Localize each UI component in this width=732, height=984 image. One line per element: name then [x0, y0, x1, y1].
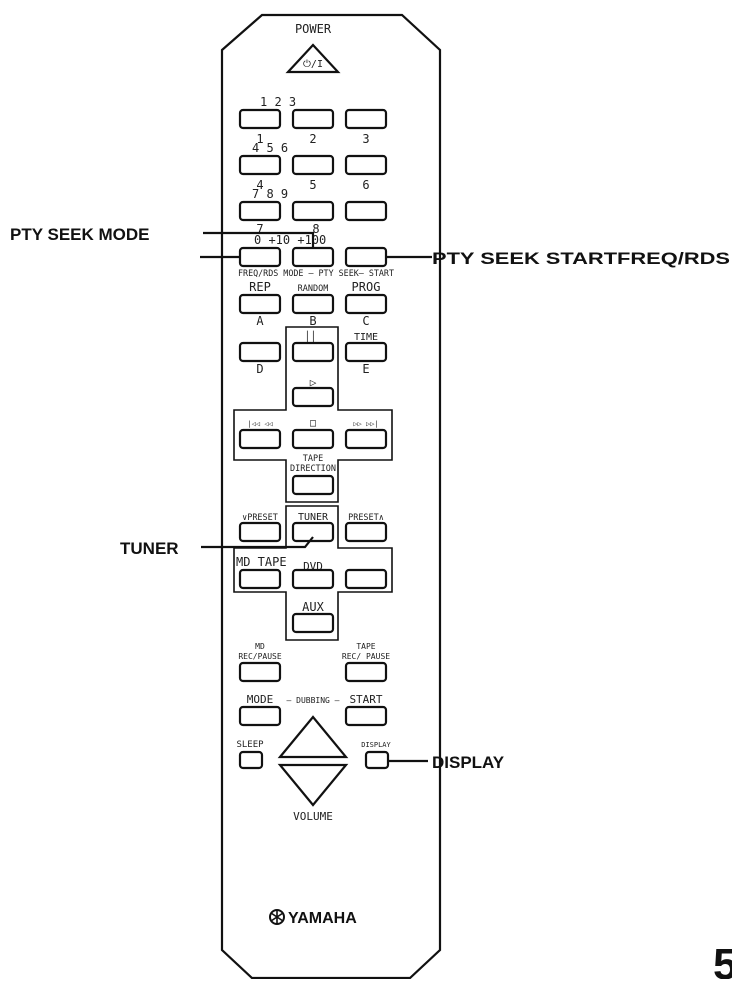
- dubbing-start-label: START: [349, 693, 382, 706]
- button-2-label: 2: [309, 132, 316, 146]
- play-icon: ▷: [310, 376, 317, 389]
- button-6-label: 6: [362, 178, 369, 192]
- skip-forward-button[interactable]: [344, 428, 388, 450]
- display-small-label: DISPLAY: [361, 741, 391, 749]
- md-rec-label-1: MD: [255, 642, 265, 651]
- button-1[interactable]: [238, 108, 282, 130]
- tape-button[interactable]: [344, 568, 388, 590]
- power-icon: ⏻/I: [303, 59, 323, 70]
- button-plus10-pty-seek-mode[interactable]: [291, 246, 335, 268]
- skip-back-icon: |◁◁ ◁◁: [247, 420, 272, 428]
- b-label: B: [309, 314, 316, 328]
- pty-seek-mode-leader: [203, 231, 315, 248]
- button-7[interactable]: [238, 200, 282, 222]
- brand-logo: YAMAHA: [288, 910, 357, 927]
- dubbing-start-button[interactable]: [344, 705, 388, 727]
- button-5-label: 5: [309, 178, 316, 192]
- callout-pty-seek-start-freq-rds: PTY SEEK STARTFREQ/RDS: [432, 249, 730, 268]
- sleep-label: SLEEP: [236, 740, 264, 750]
- md-button[interactable]: [238, 568, 282, 590]
- callout-display: DISPLAY: [432, 753, 505, 772]
- numeric-row4-bottom: FREQ/RDS MODE — PTY SEEK— START: [238, 269, 394, 279]
- button-1-label: 1: [256, 132, 263, 146]
- tape-direction-button[interactable]: [291, 474, 335, 496]
- button-9[interactable]: [344, 200, 388, 222]
- volume-down-button[interactable]: [277, 763, 349, 807]
- prog-label: PROG: [352, 280, 381, 294]
- numeric-row4-top: 0 +10 +100: [254, 233, 326, 247]
- aux-button[interactable]: [291, 612, 335, 634]
- power-button[interactable]: [285, 43, 341, 74]
- dvd-button[interactable]: [291, 568, 335, 590]
- preset-down-label: ∨PRESET: [242, 513, 278, 523]
- button-4-label: 4: [256, 178, 263, 192]
- e-label: E: [362, 362, 369, 376]
- button-plus100-pty-seek-start[interactable]: [344, 246, 388, 268]
- button-7-label: 7: [256, 222, 263, 236]
- numeric-row2-top: 4 5 6: [252, 141, 288, 155]
- callout-pty-seek-mode: PTY SEEK MODE: [10, 225, 150, 244]
- transport-frame: [233, 326, 393, 503]
- button-3[interactable]: [344, 108, 388, 130]
- tuner-leader: [201, 536, 314, 549]
- tuner-label: TUNER: [298, 512, 329, 523]
- play-button[interactable]: [291, 386, 335, 408]
- sleep-button[interactable]: [238, 750, 264, 770]
- tape-rec-label-2: REC/ PAUSE: [342, 652, 390, 661]
- button-2[interactable]: [291, 108, 335, 130]
- yamaha-emblem-forks: [270, 910, 284, 924]
- button-8-label: 8: [312, 222, 319, 236]
- button-3-label: 3: [362, 132, 369, 146]
- page-number: 5: [713, 940, 732, 979]
- power-label: POWER: [295, 22, 332, 36]
- c-label: C: [362, 314, 369, 328]
- aux-label: AUX: [302, 600, 324, 614]
- time-label: TIME: [354, 332, 378, 343]
- md-tape-label: MD TAPE: [236, 555, 287, 569]
- stop-icon: □: [310, 418, 316, 429]
- preset-up-label: PRESET∧: [348, 513, 384, 523]
- dubbing-mode-button[interactable]: [238, 705, 282, 727]
- button-6[interactable]: [344, 154, 388, 176]
- tape-direction-label-1: TAPE: [303, 454, 323, 464]
- dubbing-mode-label: MODE: [247, 693, 274, 706]
- preset-down-button[interactable]: [238, 521, 282, 543]
- preset-up-button[interactable]: [344, 521, 388, 543]
- stop-button[interactable]: [291, 428, 335, 450]
- d-button[interactable]: [238, 341, 282, 363]
- md-rec-label-2: REC/PAUSE: [238, 652, 282, 661]
- tape-rec-pause-button[interactable]: [344, 661, 388, 683]
- tuner-button[interactable]: [291, 521, 335, 543]
- random-label: RANDOM: [298, 284, 329, 294]
- callout-tuner: TUNER: [120, 539, 179, 558]
- volume-up-button[interactable]: [277, 715, 349, 759]
- random-button[interactable]: [291, 293, 335, 315]
- tape-rec-label-1: TAPE: [356, 642, 375, 651]
- skip-forward-icon: ▷▷ ▷▷|: [353, 420, 378, 428]
- a-label: A: [256, 314, 264, 328]
- skip-back-button[interactable]: [238, 428, 282, 450]
- rep-button[interactable]: [238, 293, 282, 315]
- button-8[interactable]: [291, 200, 335, 222]
- numeric-row1-top: 1 2 3: [260, 95, 296, 109]
- rep-label: REP: [249, 280, 271, 294]
- volume-label: VOLUME: [293, 810, 333, 823]
- display-button[interactable]: [364, 750, 390, 770]
- numeric-row3-top: 7 8 9: [252, 187, 288, 201]
- dubbing-label: — DUBBING —: [287, 696, 340, 705]
- tape-direction-label-2: DIRECTION: [290, 464, 336, 474]
- time-button[interactable]: [344, 341, 388, 363]
- button-0-freq-rds[interactable]: [238, 246, 282, 268]
- pause-button[interactable]: [291, 341, 335, 363]
- md-rec-pause-button[interactable]: [238, 661, 282, 683]
- prog-button[interactable]: [344, 293, 388, 315]
- pause-icon: ▏▏: [307, 330, 319, 343]
- button-4[interactable]: [238, 154, 282, 176]
- d-label: D: [256, 362, 263, 376]
- button-5[interactable]: [291, 154, 335, 176]
